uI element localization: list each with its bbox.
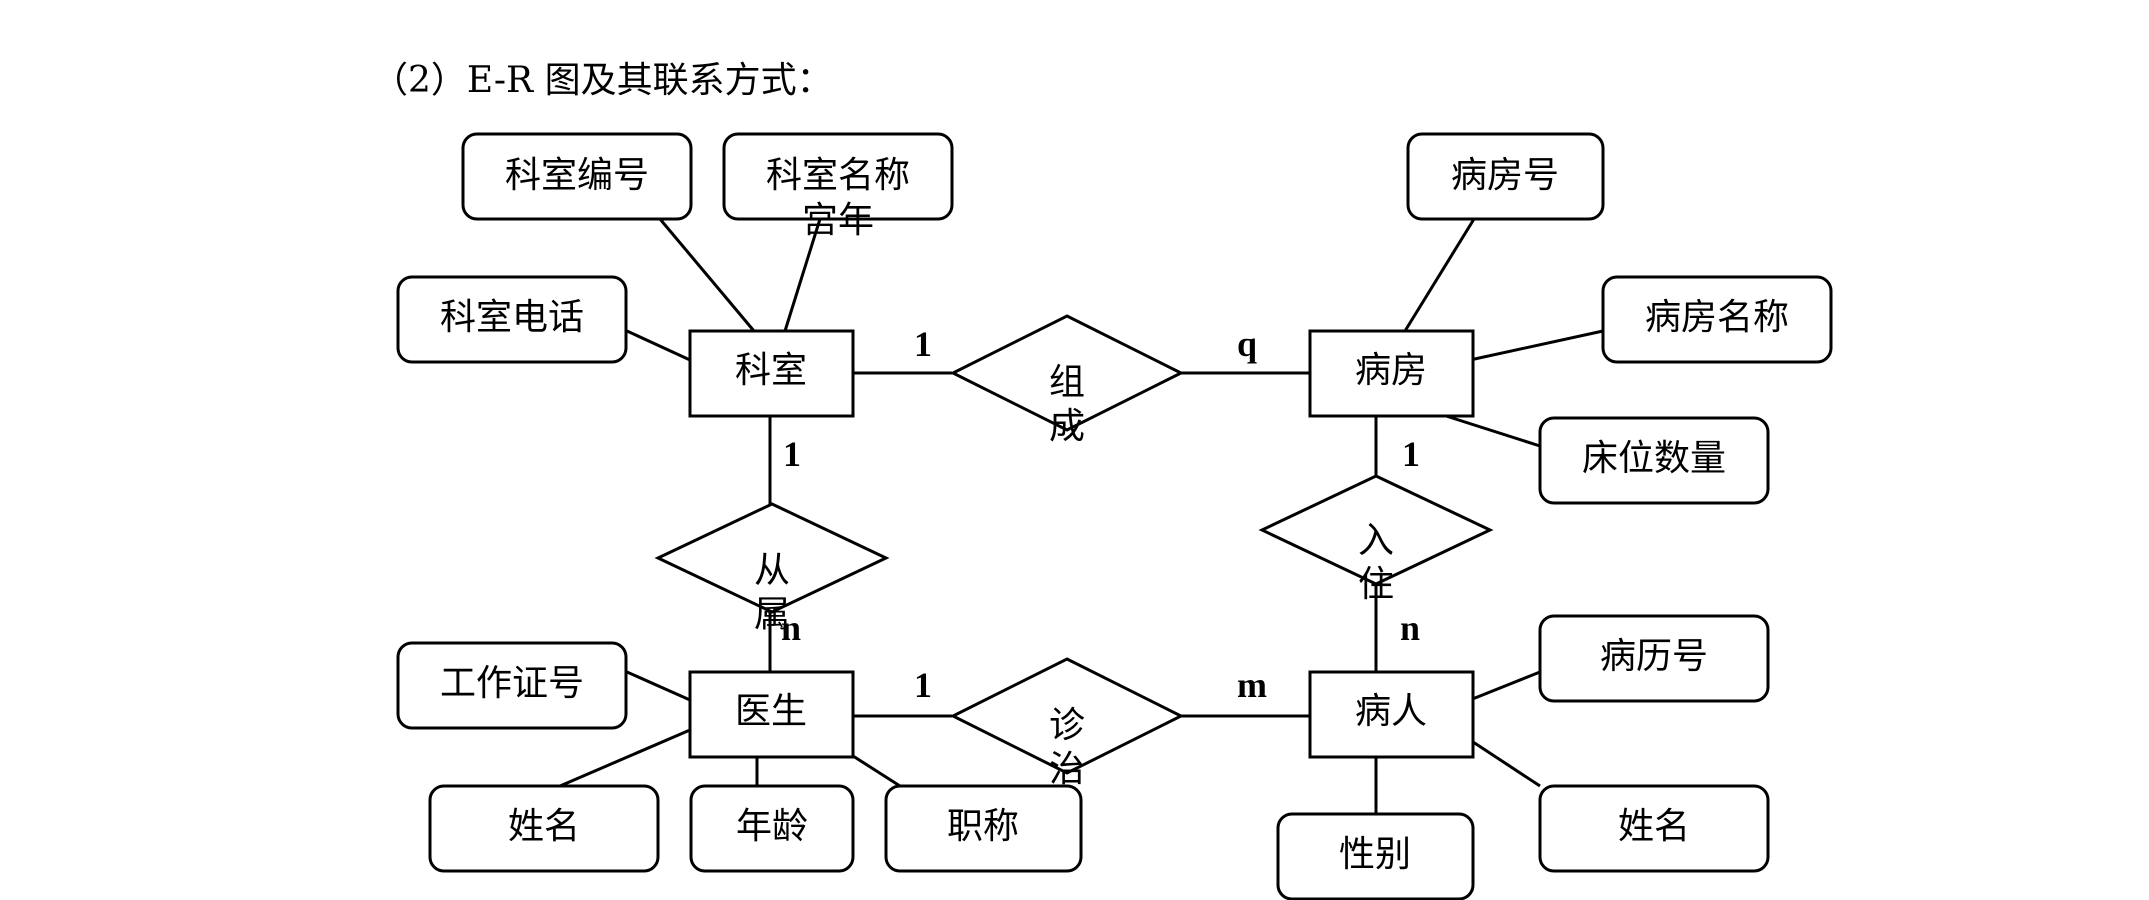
entity-bingfang: 病房 xyxy=(1308,329,1475,418)
relationship-congshu: 从 属 xyxy=(654,502,890,635)
svg-text:医生: 医生 xyxy=(735,691,807,732)
svg-text:属: 属 xyxy=(754,594,790,635)
svg-text:工作证号: 工作证号 xyxy=(440,663,584,704)
attribute-keshi-dizhi: 宫年 xyxy=(802,200,874,241)
attribute-keshi-mingcheng: 科室名称 xyxy=(722,132,954,221)
svg-text:科室电话: 科室电话 xyxy=(440,297,584,338)
svg-text:性别: 性别 xyxy=(1339,834,1411,875)
cardinality-bingren-zhenzhi: m xyxy=(1237,665,1267,705)
entity-keshi: 科室 xyxy=(688,329,855,418)
svg-text:病人: 病人 xyxy=(1355,691,1427,732)
line-keshi-mingcheng xyxy=(783,218,822,332)
line-keshi-dianhua xyxy=(626,329,691,362)
svg-text:病房名称: 病房名称 xyxy=(1645,297,1789,338)
attribute-chuangwei-shuliang: 床位数量 xyxy=(1538,416,1770,505)
svg-text:成: 成 xyxy=(1049,406,1085,447)
line-bingfang-hao xyxy=(1403,218,1476,332)
relationship-ruzhu: 入 住 xyxy=(1258,474,1494,605)
line-chuangwei-shuliang xyxy=(1442,413,1541,448)
line-gongzuo-zhenghao xyxy=(626,670,691,702)
line-bingfang-mingcheng xyxy=(1469,329,1604,362)
attribute-zhicheng: 职称 xyxy=(884,784,1083,873)
cardinality-keshi-zucheng: 1 xyxy=(914,324,932,364)
line-bingli-hao xyxy=(1469,670,1541,702)
attribute-gongzuo-zhenghao: 工作证号 xyxy=(396,641,628,730)
attribute-keshi-bianhao: 科室编号 xyxy=(461,132,693,221)
line-yisheng-xingming xyxy=(559,728,691,788)
svg-text:科室编号: 科室编号 xyxy=(505,155,649,196)
svg-text:职称: 职称 xyxy=(947,806,1019,847)
line-keshi-bianhao xyxy=(658,218,756,332)
svg-text:姓名: 姓名 xyxy=(1618,806,1690,847)
attribute-yisheng-xingming: 姓名 xyxy=(428,784,660,873)
svg-text:床位数量: 床位数量 xyxy=(1582,438,1726,479)
attribute-bingfang-hao: 病房号 xyxy=(1406,132,1605,221)
cardinality-bingfang-ruzhu: 1 xyxy=(1402,434,1420,474)
connectors xyxy=(559,218,1604,814)
line-bingren-xingming xyxy=(1469,738,1541,788)
svg-text:病历号: 病历号 xyxy=(1600,636,1708,677)
cardinality-yisheng-congshu: n xyxy=(781,608,801,648)
svg-text:科室名称: 科室名称 xyxy=(766,155,910,196)
relationship-zucheng: 组 成 xyxy=(949,314,1185,447)
svg-text:入: 入 xyxy=(1358,520,1394,561)
svg-text:姓名: 姓名 xyxy=(508,806,580,847)
line-zhicheng xyxy=(852,754,901,788)
cardinality-bingren-ruzhu: n xyxy=(1400,608,1420,648)
attribute-keshi-dianhua: 科室电话 xyxy=(396,275,628,364)
svg-text:年龄: 年龄 xyxy=(736,806,808,847)
svg-text:诊: 诊 xyxy=(1049,705,1085,746)
svg-text:病房: 病房 xyxy=(1355,350,1427,391)
svg-text:病房号: 病房号 xyxy=(1451,155,1559,196)
attribute-nianling: 年龄 xyxy=(689,784,855,873)
svg-text:住: 住 xyxy=(1358,564,1394,605)
cardinality-bingfang-zucheng: q xyxy=(1237,324,1257,364)
cardinality-yisheng-zhenzhi: 1 xyxy=(914,665,932,705)
entity-yisheng: 医生 xyxy=(688,670,855,759)
svg-text:科室: 科室 xyxy=(735,350,807,391)
attribute-bingren-xingming: 姓名 xyxy=(1538,784,1770,873)
svg-text:从: 从 xyxy=(754,550,790,591)
attribute-xingbie: 性别 xyxy=(1276,812,1475,900)
diagram-title: （2）E-R 图及其联系方式： xyxy=(372,60,833,101)
svg-text:组: 组 xyxy=(1049,362,1085,403)
cardinality-keshi-congshu: 1 xyxy=(783,434,801,474)
attribute-bingli-hao: 病历号 xyxy=(1538,614,1770,703)
entity-bingren: 病人 xyxy=(1308,670,1475,759)
attribute-bingfang-mingcheng: 病房名称 xyxy=(1601,275,1833,364)
relationship-zhenzhi: 诊 治 xyxy=(949,657,1185,790)
svg-text:治: 治 xyxy=(1049,749,1085,790)
